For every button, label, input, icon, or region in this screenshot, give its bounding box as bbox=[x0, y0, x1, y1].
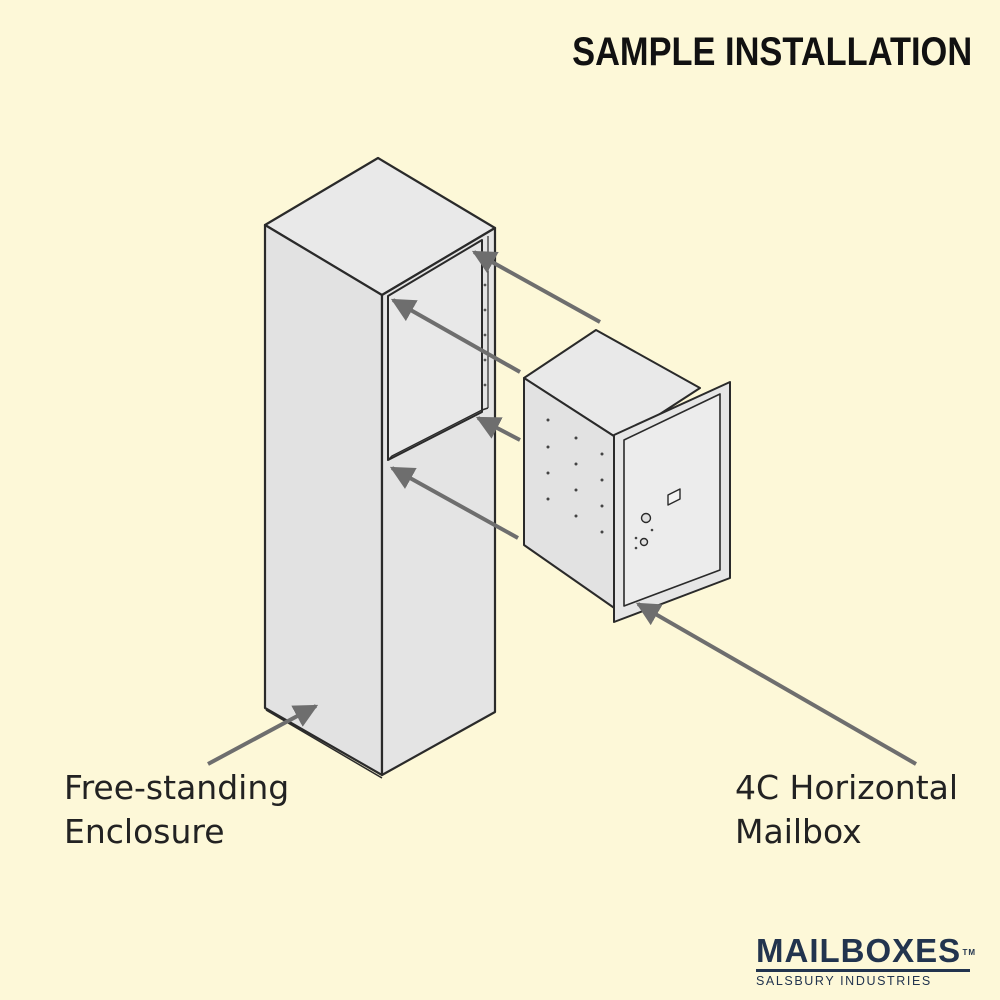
mailbox-label: 4C Horizontal Mailbox bbox=[735, 766, 958, 854]
enclosure-front bbox=[263, 223, 384, 777]
mailbox-lock bbox=[640, 512, 652, 524]
logo-divider bbox=[756, 969, 970, 972]
page-title: SAMPLE INSTALLATION bbox=[571, 30, 972, 74]
enclosure-label-line-2: Enclosure bbox=[64, 812, 225, 851]
logo-wordmark-text: MAILBOXES bbox=[756, 932, 962, 969]
installation-arrows bbox=[207, 250, 917, 766]
mailbox-rivets bbox=[546, 418, 654, 550]
logo-wordmark: MAILBOXES TM bbox=[756, 934, 976, 968]
arrow-bottom-back bbox=[475, 416, 521, 442]
mailbox-label-line-2: Mailbox bbox=[735, 812, 862, 851]
enclosure-drawing bbox=[263, 156, 497, 779]
arrow-top-back bbox=[471, 250, 601, 324]
logo-trademark: TM bbox=[962, 948, 976, 957]
logo-subtitle: SALSBURY INDUSTRIES bbox=[756, 974, 932, 988]
arrow-mailbox-label bbox=[635, 602, 917, 766]
mailbox-id-slot bbox=[667, 488, 681, 506]
arrow-enclosure-label bbox=[207, 704, 319, 766]
enclosure-label: Free-standing Enclosure bbox=[64, 766, 289, 854]
brand-logo: MAILBOXES TM SALSBURY INDUSTRIES bbox=[756, 934, 976, 988]
enclosure-label-line-1: Free-standing bbox=[64, 768, 290, 807]
arrow-bottom-front bbox=[389, 466, 519, 540]
mailbox-label-line-1: 4C Horizontal bbox=[735, 768, 959, 807]
mailbox-drawing bbox=[523, 329, 731, 623]
mailbox-knob bbox=[639, 537, 649, 547]
arrow-top-front bbox=[390, 298, 521, 374]
